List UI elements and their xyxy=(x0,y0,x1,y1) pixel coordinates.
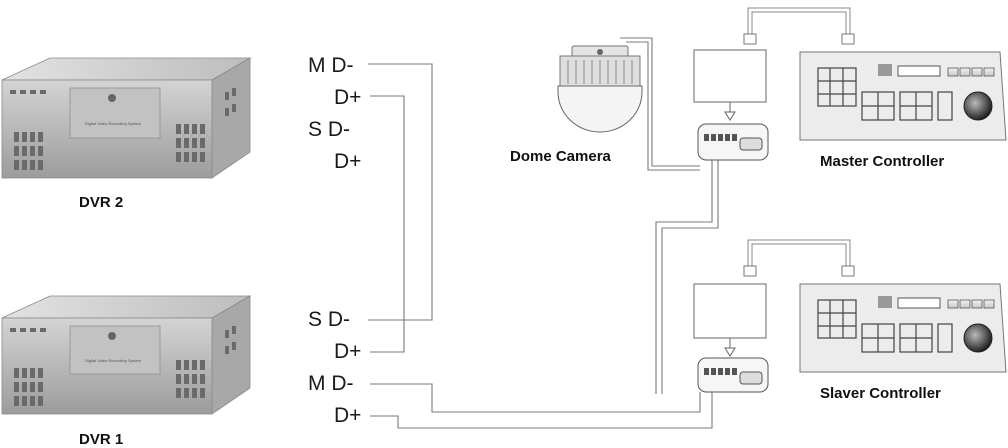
dome-camera-device xyxy=(557,45,643,133)
junction-interconnect xyxy=(655,160,719,394)
slaver-controller-device xyxy=(799,283,1007,373)
pin-label-d-plus-2: D+ xyxy=(334,150,361,173)
pin-label-s-d-minus-top: S D- xyxy=(308,118,350,141)
master-link-cable xyxy=(743,7,855,45)
bottom-master-wiring xyxy=(370,383,713,429)
master-controller-device xyxy=(799,51,1007,141)
pin-label-d-plus-3: D+ xyxy=(334,340,361,363)
pin-label-m-d-minus-bottom: M D- xyxy=(308,372,354,395)
svg-text:Digital Video Recording System: Digital Video Recording System xyxy=(85,358,142,363)
dvr-1-device: Digital Video Recording System xyxy=(1,295,252,415)
pin-label-d-plus-top: D+ xyxy=(334,86,361,109)
dvr-1-label: DVR 1 xyxy=(79,431,123,448)
dvr-2-label: DVR 2 xyxy=(79,194,123,211)
master-junction-box xyxy=(697,123,769,161)
slaver-controller-label: Slaver Controller xyxy=(820,385,941,402)
master-power-adapter xyxy=(693,49,767,121)
dome-camera-label: Dome Camera xyxy=(510,148,612,165)
slave-power-adapter xyxy=(693,283,767,357)
slave-link-cable xyxy=(743,239,855,277)
camera-cables xyxy=(620,37,700,171)
pin-label-m-d-minus-top: M D- xyxy=(308,54,354,77)
dvr-wiring xyxy=(368,63,433,353)
dvr-2-device: Digital Video Recording System xyxy=(1,57,252,179)
pin-label-d-plus-4: D+ xyxy=(334,404,361,427)
svg-text:Digital Video Recording System: Digital Video Recording System xyxy=(85,121,142,126)
master-controller-label: Master Controller xyxy=(820,153,944,170)
slave-junction-box xyxy=(697,357,769,393)
pin-label-s-d-minus-bottom: S D- xyxy=(308,308,350,331)
